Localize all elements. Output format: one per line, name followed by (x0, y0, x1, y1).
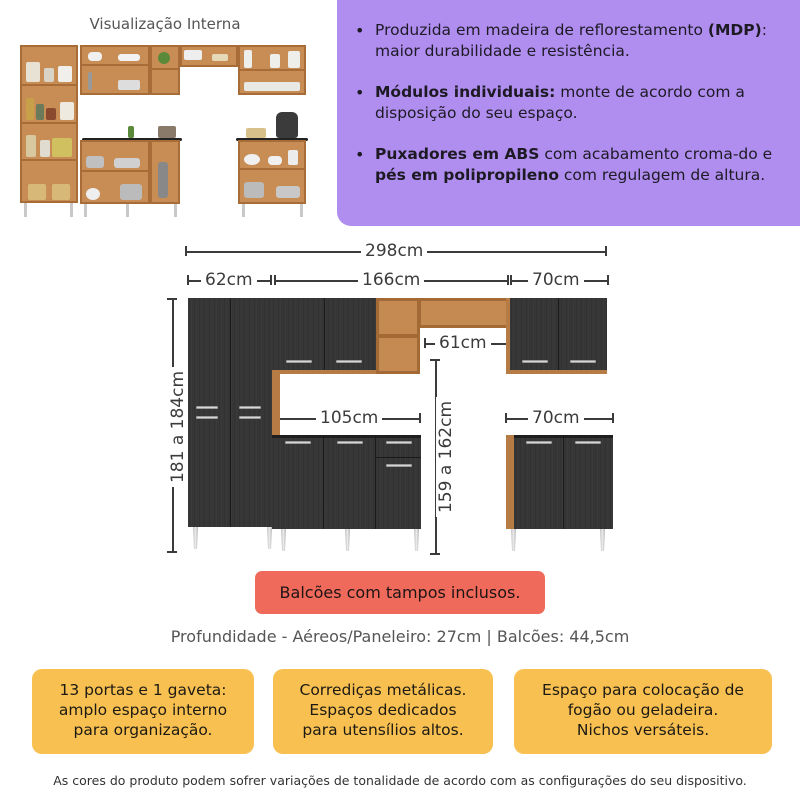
open-bridge-shelf (418, 298, 510, 328)
color-disclaimer: As cores do produto podem sofrer variaçõ… (53, 773, 747, 788)
depth-info: Profundidade - Aéreos/Paneleiro: 27cm | … (170, 627, 630, 646)
air-fryer (276, 112, 298, 138)
upper-center-width-label: 166cm (358, 271, 425, 289)
lower-left-width-label: 105cm (316, 409, 383, 427)
dimensions-diagram: 298cm 62cm 166cm 70cm 181 a 184cm 61cm (0, 235, 800, 565)
lower-right-width-label: 70cm (528, 409, 584, 427)
features-panel: Produzida em madeira de reflorestamento … (337, 0, 800, 226)
countertops-included-badge: Balcões com tampos inclusos. (255, 571, 545, 614)
interior-view-title: Visualização Interna (89, 15, 241, 33)
info-card-appliance-space: Espaço para colocação de fogão ou gelade… (514, 669, 772, 754)
lower-left-cabinet (272, 435, 421, 529)
upper-right-width-label: 70cm (528, 271, 584, 289)
feature-item-handles: Puxadores em ABS com acabamento croma-do… (355, 144, 784, 186)
interior-view-image (18, 42, 318, 222)
paneleiro-width-label: 62cm (201, 271, 257, 289)
upper-height-label: 159 a 162cm (436, 396, 457, 518)
info-card-slides: Corrediças metálicas. Espaços dedicados … (273, 669, 493, 754)
open-niche-top (376, 298, 420, 337)
total-width-label: 298cm (361, 242, 428, 260)
open-niche-bottom (376, 335, 420, 374)
feature-item-modules: Módulos individuais: monte de acordo com… (355, 82, 784, 124)
niche-gap-label: 61cm (435, 334, 491, 352)
paneleiro-height-label: 181 a 184cm (168, 366, 189, 488)
info-card-doors: 13 portas e 1 gaveta: amplo espaço inter… (32, 669, 254, 754)
feature-item-material: Produzida em madeira de reflorestamento … (355, 20, 784, 62)
